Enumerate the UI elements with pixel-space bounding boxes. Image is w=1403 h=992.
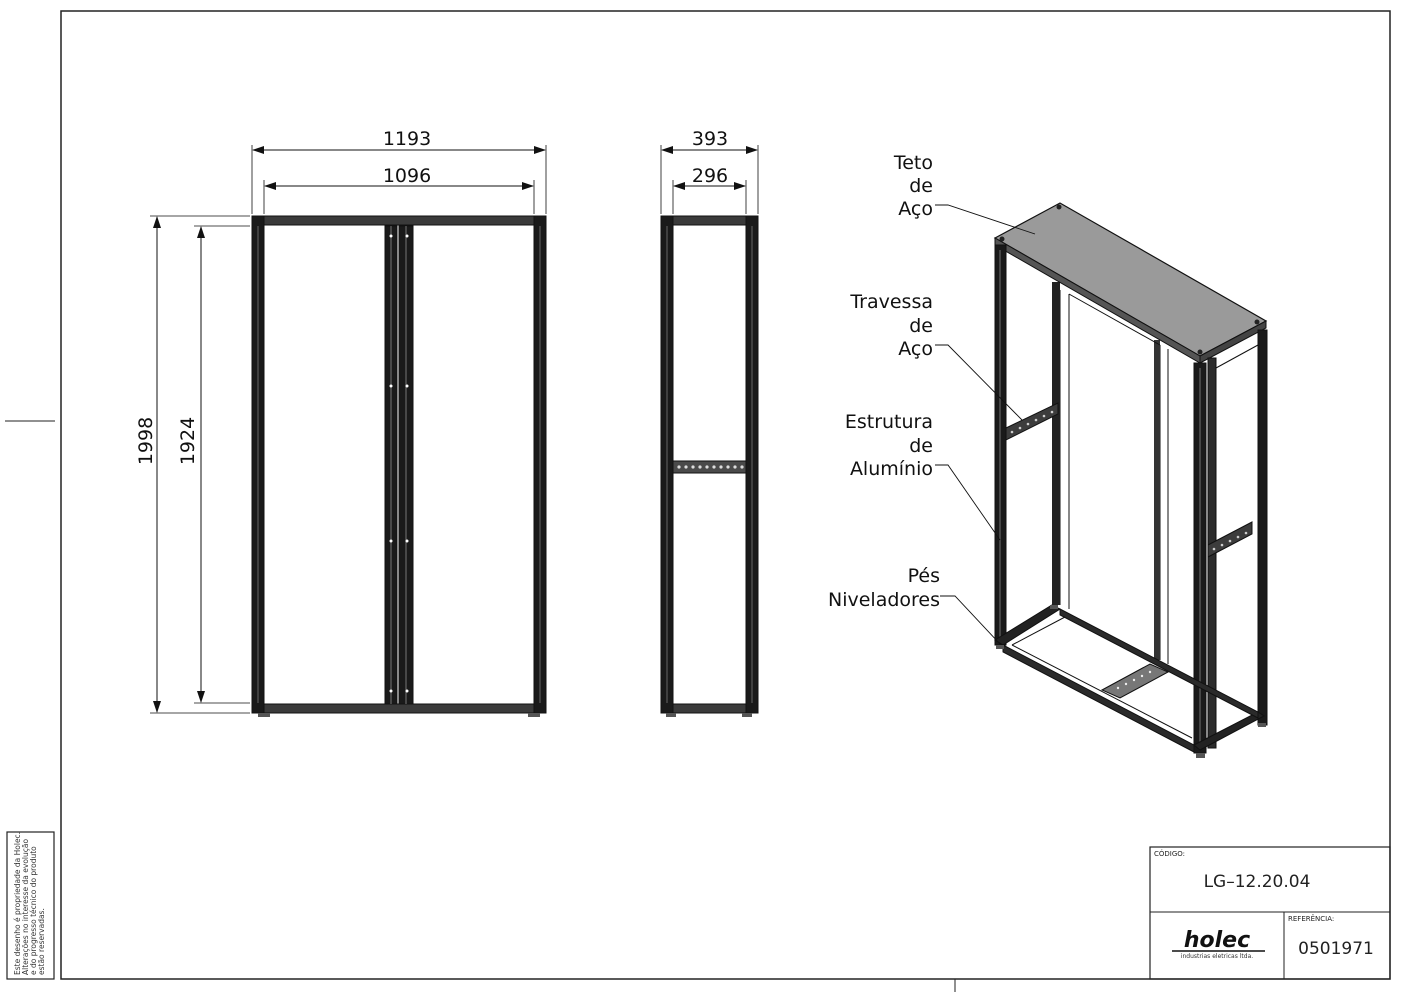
callout-estrutura-line-2: de: [909, 435, 933, 457]
callout-teto: Teto de Aço: [893, 152, 933, 220]
callout-pes: Pés Niveladores: [828, 565, 940, 611]
holec-logo: holec: [1184, 928, 1250, 953]
front-dimensions: 1193 1096 1998 1924: [135, 128, 547, 714]
dim-front-inner-width: 1096: [383, 165, 431, 187]
note-line-4: estão reservadas.: [37, 908, 46, 975]
callout-pes-line-1: Pés: [908, 565, 940, 587]
callout-estrutura-line-3: Alumínio: [850, 458, 933, 480]
callout-leaders: [935, 204, 1036, 645]
callout-travessa: Travessa de Aço: [849, 291, 933, 360]
front-view: [251, 215, 547, 717]
title-block: CÓDIGO: LG–12.20.04 REFERÊNCIA: 0501971 …: [1149, 846, 1391, 980]
dim-side-outer-depth: 393: [692, 128, 728, 150]
isometric-view: [993, 202, 1268, 758]
callout-teto-line-1: Teto: [893, 152, 933, 174]
callout-travessa-line-2: de: [909, 315, 933, 337]
codigo-label: CÓDIGO:: [1154, 849, 1185, 858]
dim-outer-height: 1998: [135, 417, 157, 465]
dim-front-outer-width: 1193: [383, 128, 431, 150]
callout-teto-line-2: de: [909, 175, 933, 197]
note-line-3: e do progresso técnico do produto: [29, 846, 38, 975]
callout-teto-line-3: Aço: [898, 198, 933, 220]
note-line-1: Este desenho é propriedade da Holec.: [13, 832, 22, 975]
dim-inner-height: 1924: [177, 417, 199, 465]
callout-estrutura-line-1: Estrutura: [845, 411, 933, 433]
callout-travessa-line-3: Aço: [898, 338, 933, 360]
dim-side-inner-depth: 296: [692, 165, 728, 187]
holec-logo-subtitle: industrias eletricas ltda.: [1181, 953, 1253, 960]
side-dimensions: 393 296: [660, 128, 759, 214]
callout-travessa-line-1: Travessa: [849, 291, 933, 313]
referencia-label: REFERÊNCIA:: [1288, 914, 1334, 923]
callout-pes-line-2: Niveladores: [828, 589, 940, 611]
codigo-value: LG–12.20.04: [1204, 872, 1311, 892]
referencia-value: 0501971: [1298, 939, 1374, 959]
side-view: [660, 215, 759, 717]
ownership-note: Este desenho é propriedade da Holec. Alt…: [6, 831, 55, 980]
sheet-border: [5, 10, 1391, 992]
callout-estrutura: Estrutura de Alumínio: [845, 411, 933, 480]
note-line-2: Alterações no interesse da evolução: [21, 839, 30, 975]
